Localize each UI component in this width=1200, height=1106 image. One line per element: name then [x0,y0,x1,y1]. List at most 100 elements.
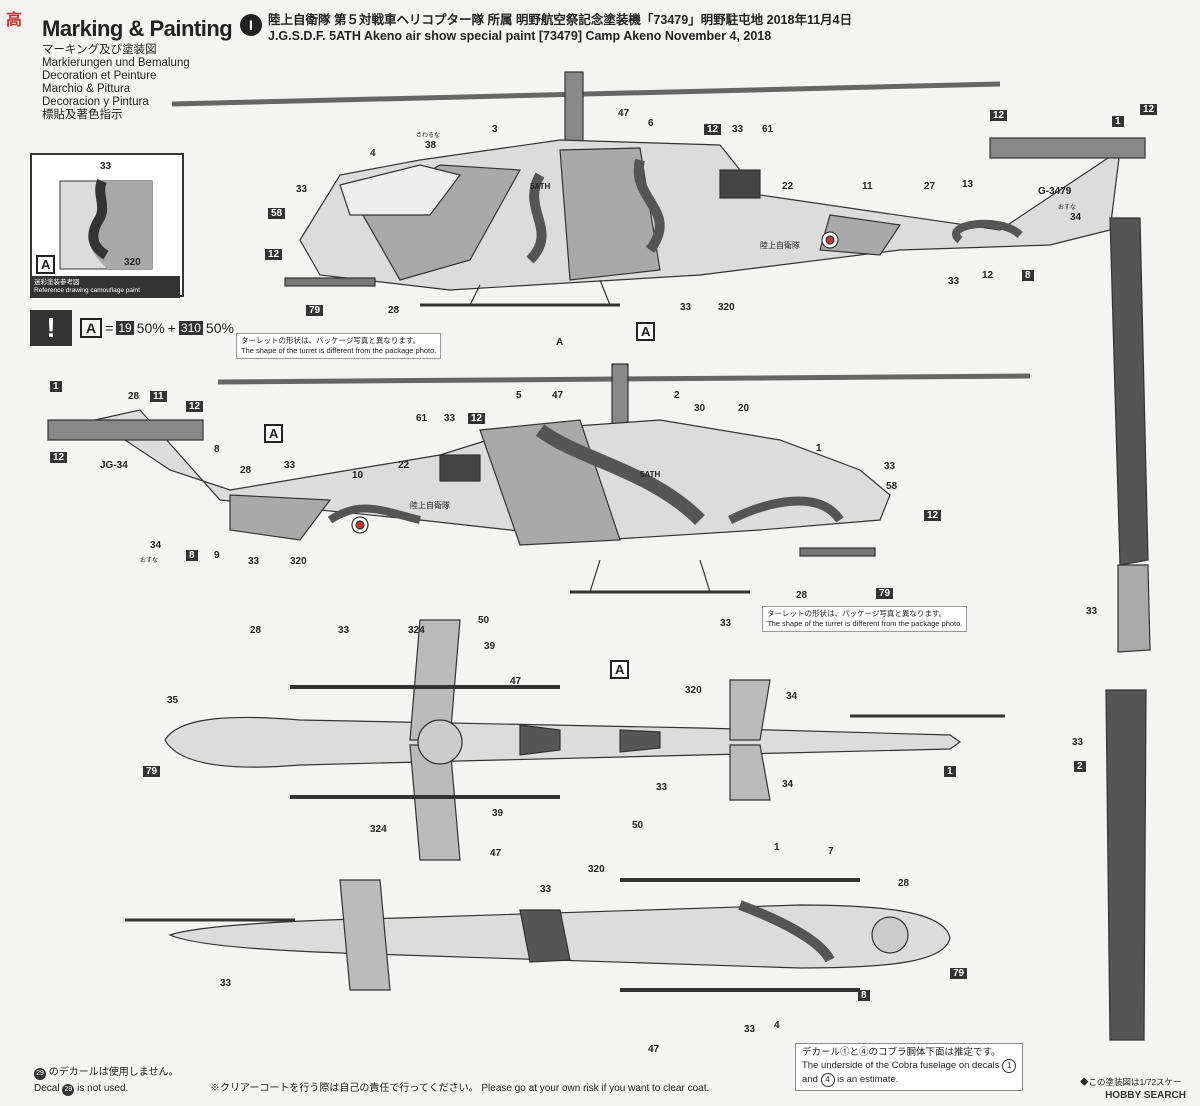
mix-label-A: A [80,318,103,338]
jgsdf-marking-2: 陸上自衛隊 [410,501,450,510]
callout: 33 [732,124,744,135]
scheme-header: I 陸上自衛隊 第５対戦車ヘリコプター隊 所属 明野航空祭記念塗装機「73479… [240,12,852,44]
hobby-search-watermark: HOBBY SEARCH [1105,1090,1186,1101]
estimate-en3: is an estimate. [837,1074,899,1085]
callout: 33 [284,460,296,471]
callout: 28 [128,391,140,402]
callout: 58 [886,481,898,492]
callout: 320 [685,685,702,696]
footer-decal29-jp: 29 のデカールは使用しません。 [34,1066,178,1080]
callout: 12 [186,401,204,412]
callout-A: A [264,424,284,443]
decal29-en-a: Decal [34,1083,60,1094]
estimate-note: デカール①と④のコブラ胴体下面は推定です。 The underside of t… [795,1043,1024,1091]
callout: 8 [186,550,198,561]
language-list: マーキング及び塗装図 Markierungen und Bemalung Dec… [42,44,190,122]
callout: 8 [1022,270,1034,281]
lang-jp: マーキング及び塗装図 [42,44,157,56]
lang-de: Markierungen und Bemalung [42,57,190,69]
callout: 35 [167,695,179,706]
serial-number-right: JG-34 [100,460,128,471]
callout: 12 [982,270,994,281]
estimate-num-1: 1 [1002,1059,1017,1073]
scale-note: ◆この塗装図は1/72スケー [1080,1077,1182,1087]
callout: 28 [240,465,252,476]
callout: 2 [674,390,680,401]
callout: 33 [1086,606,1098,617]
ref-label-33: 33 [100,161,112,172]
callout: 33 [540,884,552,895]
camouflage-reference-caption: 迷彩塗装参考図 Reference drawing camouflage pai… [30,276,180,298]
callout: 11 [862,181,873,192]
lang-it: Marchio & Pittura [42,83,131,95]
estimate-num-4: 4 [820,1073,835,1087]
callout: 12 [468,413,486,424]
lang-es: Decoracion y Pintura [42,96,149,108]
callout: 38 [425,140,437,151]
callout-A: A [610,660,630,679]
callout: 28 [898,878,910,889]
page-title: Marking & Painting [42,16,233,41]
upper-note: さわるな [416,133,441,139]
ref-caption-en: Reference drawing camouflage paint [34,287,140,294]
callout: 28 [250,625,262,636]
callout: 33 [296,184,308,195]
callout: 79 [876,588,894,599]
callout: 30 [694,403,706,414]
callout: 5 [516,390,522,401]
callout: 12 [1140,104,1158,115]
estimate-en2: and [802,1074,818,1085]
tail-note: おすな [1058,205,1077,211]
callout: 1 [774,842,780,853]
callout: 3 [492,124,498,135]
mix-color-2: 310 [178,321,203,335]
callout: 9 [214,550,220,561]
decal29-jp-text: のデカールは使用しません。 [48,1067,179,1078]
corner-watermark: 高 [6,12,23,29]
callout: A [556,337,564,348]
callout: 58 [268,208,286,219]
callout: 33 [744,1024,756,1035]
mix-pct-2: 50% [205,320,234,336]
side-view-left [171,71,1146,307]
callout: 47 [490,848,502,859]
ref-label-A: A [36,255,56,274]
scheme-title-en: J.G.S.D.F. 5ATH Akeno air show special p… [268,29,772,43]
lang-zh: 標貼及著色指示 [42,109,123,121]
ref-label-320: 320 [124,257,141,268]
callout: 12 [990,110,1008,121]
callout: 22 [398,460,410,471]
callout: 34 [150,540,162,551]
callout: 11 [150,391,167,402]
callout: 47 [552,390,564,401]
mix-pct-1: 50% [136,320,165,336]
estimate-jp: デカール①と④のコブラ胴体下面は推定です。 [802,1047,1001,1058]
top-view [164,619,1005,861]
callout: 61 [416,413,428,424]
callout: 50 [478,615,490,626]
estimate-en-line2: and 4 is an estimate. [802,1073,1016,1087]
turret-note-1-en: The shape of the turret is different fro… [241,346,437,355]
callout: 34 [1070,212,1082,223]
callout: 28 [796,590,808,601]
callout: 47 [648,1044,660,1055]
callout: 8 [858,990,870,1001]
callout: 1 [944,766,956,777]
callout: 50 [632,820,644,831]
footer-clear-coat: ※クリアーコートを行う際は自己の責任で行ってください。 Please go at… [210,1083,710,1094]
callout: 20 [738,403,750,414]
unit-marking: 5ATH [530,182,551,191]
callout: 79 [950,968,968,979]
callout: 33 [338,625,350,636]
callout: 34 [786,691,798,702]
unit-marking-2: 5ATH [640,470,661,479]
callout: 39 [492,808,504,819]
callout: 33 [220,978,232,989]
decal29-en-b: is not used. [77,1083,129,1094]
callout: 320 [588,864,605,875]
callout: 7 [828,846,834,857]
camouflage-reference-drawing [59,179,153,270]
callout: 27 [924,181,936,192]
mix-color-1: 19 [116,321,134,335]
callout: 1 [50,381,62,392]
